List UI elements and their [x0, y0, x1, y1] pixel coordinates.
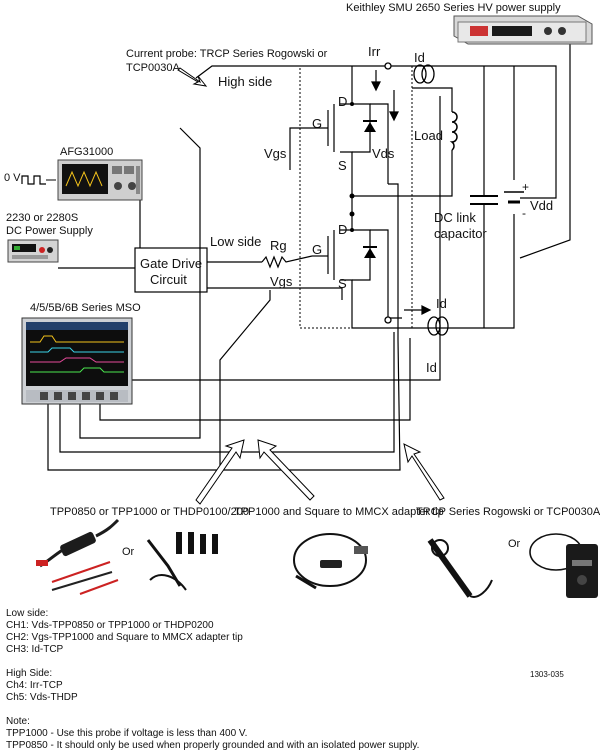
cable-6 [47, 183, 401, 471]
smu-instrument [453, 15, 593, 45]
load-inductor [449, 111, 458, 151]
mso-label: 4/5/5B/6B Series MSO [30, 302, 141, 314]
ls-s-label: S [338, 276, 347, 291]
voltage-probe-image [36, 518, 120, 595]
id-probe-bottom [427, 316, 441, 336]
cable-3 [59, 332, 395, 453]
hs-diode [364, 122, 376, 132]
gate-drive-label-1: Gate Drive [140, 256, 203, 271]
vdd-minus: - [522, 206, 526, 220]
pulse-label: 0 V [4, 172, 21, 184]
figure-id: 1303-035 [530, 670, 564, 679]
vdd-plus: + [522, 180, 530, 194]
afg-label: AFG31000 [60, 146, 114, 158]
voltage-probe-alt-image [146, 532, 218, 591]
low-side-label: Low side [210, 234, 262, 249]
low-side-title: Low side: [6, 608, 49, 619]
load-bottom [352, 150, 453, 197]
id-probe-top [413, 64, 427, 84]
or-label-2: Or [508, 538, 521, 550]
irr-node [384, 62, 392, 70]
callout-current [403, 443, 445, 501]
hs-vds-probe [370, 103, 389, 184]
hs-g-label: G [312, 116, 323, 131]
id-label-bottom: Id [436, 296, 447, 311]
half-bridge-outline [299, 65, 413, 329]
irr-label: Irr [368, 44, 381, 59]
current-probe-label-2: TCP0030A [126, 62, 180, 74]
callout-probe-top [177, 67, 208, 87]
rg-resistor [261, 255, 313, 269]
ls-d-label: D [338, 222, 348, 237]
hs-d-label: D [338, 94, 348, 109]
note-line: TPP0850 - It should only be used when pr… [6, 740, 420, 751]
tcp-probe-image [529, 533, 598, 598]
high-side-label: High side [218, 74, 273, 89]
vdd-label: Vdd [530, 198, 554, 213]
note-line: TPP1000 - Use this probe if voltage is l… [6, 728, 248, 739]
vdd-negative [351, 214, 515, 329]
hs-gate [289, 127, 328, 170]
top-rail [195, 65, 557, 79]
smu-minus [519, 44, 571, 259]
high-side-line: Ch4: Irr-TCP [6, 680, 63, 691]
pulse-waveform [21, 175, 46, 185]
load-label: Load [414, 128, 443, 143]
rg-label: Rg [270, 238, 287, 253]
low-side-line: CH2: Vgs-TPP1000 and Square to MMCX adap… [6, 632, 243, 643]
voltage-probe-label: TPP0850 or TPP1000 or THDP0100/200 [50, 506, 249, 518]
ls-vgs-label: Vgs [270, 274, 293, 289]
rogowski-probe-image [427, 538, 493, 598]
smu-label: Keithley SMU 2650 Series HV power supply [346, 2, 561, 14]
current-probe-label: TRCP Series Rogowski or TCP0030A [416, 506, 600, 518]
id-label-top: Id [414, 50, 425, 65]
high-side-title: High Side: [6, 668, 53, 679]
hs-s-label: S [338, 158, 347, 173]
cable-5 [120, 96, 441, 381]
cable-2 [79, 127, 201, 439]
smu-plus [520, 74, 557, 199]
cable-4 [99, 338, 411, 421]
or-label-1: Or [122, 546, 135, 558]
dc-supply-instrument [7, 239, 59, 263]
cable-1 [219, 290, 271, 470]
dc-supply-label-2: DC Power Supply [6, 225, 93, 237]
note-title: Note: [6, 716, 30, 727]
dc-supply-label-1: 2230 or 2280S [6, 212, 79, 224]
callout-mmcx [257, 439, 315, 501]
mmcx-probe-label: TPP1000 and Square to MMCX adapter tip [234, 506, 444, 518]
ls-vds-probe [370, 229, 402, 319]
low-side-line: CH1: Vds-TPP0850 or TPP1000 or THDP0200 [6, 620, 214, 631]
gate-drive-label-2: Circuit [150, 272, 187, 287]
low-side-line: CH3: Id-TCP [6, 644, 64, 655]
hs-vds-label: Vds [372, 146, 395, 161]
dc-link-label-2: capacitor [434, 226, 487, 241]
mso-instrument [21, 317, 133, 405]
dc-link-label-1: DC link [434, 210, 476, 225]
hs-vgs-label: Vgs [264, 146, 287, 161]
ls-g-label: G [312, 242, 323, 257]
id-label-bottom-2: Id [426, 360, 437, 375]
gate-drive-box [134, 247, 208, 293]
mmcx-probe-image [293, 533, 368, 590]
gate-drive-out-low [207, 287, 343, 300]
high-side-line: Ch5: Vds-THDP [6, 692, 78, 703]
load-top [412, 87, 453, 112]
notes-block: Low side: CH1: Vds-TPP0850 or TPP1000 or… [6, 608, 419, 752]
ls-diode [364, 248, 376, 258]
afg-instrument [57, 159, 143, 201]
callout-voltage [195, 439, 245, 505]
current-probe-label-1: Current probe: TRCP Series Rogowski or [126, 48, 328, 60]
